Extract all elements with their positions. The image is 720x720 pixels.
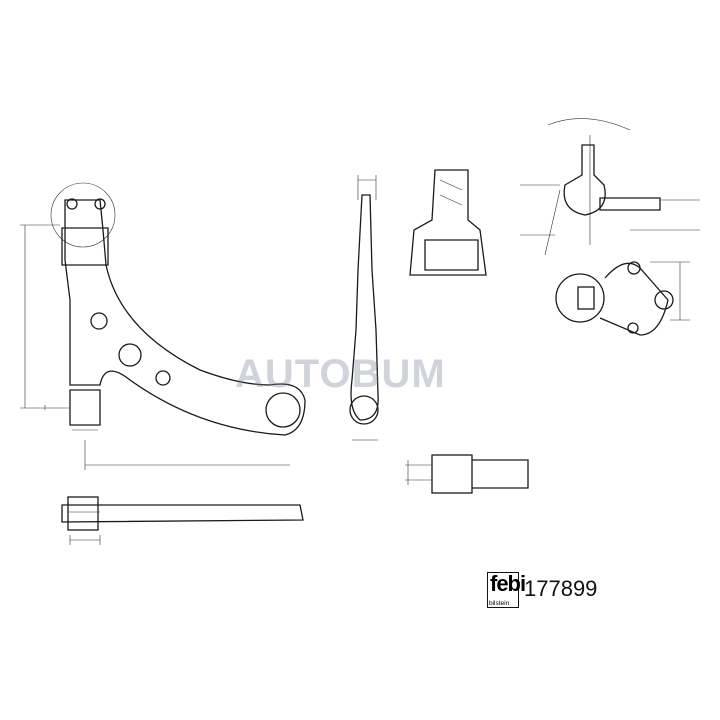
ball-joint-flange-view [555,261,690,336]
watermark: AUTOBUM [235,352,446,396]
part-number: 177899 [524,576,598,601]
control-arm-top-view [20,182,306,470]
logo-text: febi [490,571,526,596]
febi-bilstein-logo: febi bilstein [487,571,526,608]
control-arm-bottom-view [61,496,304,545]
logo-subtext: bilstein [489,600,510,607]
control-arm-side-view [349,175,379,441]
bushing-section-view [409,169,487,276]
rear-bushing-view [405,454,529,494]
ball-joint-side-view [520,118,700,256]
